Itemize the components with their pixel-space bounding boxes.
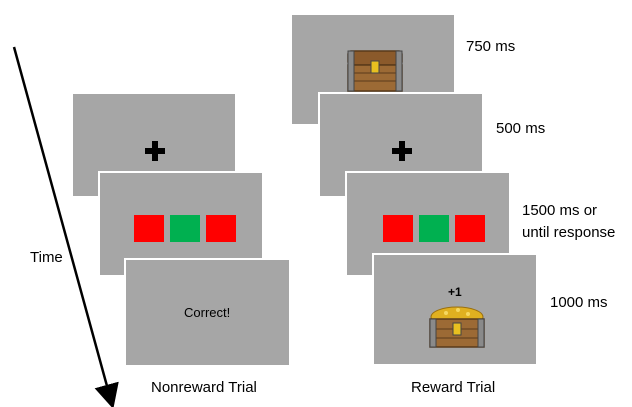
fixation-cross-icon <box>392 141 412 161</box>
points-text: +1 <box>448 285 462 299</box>
gold-treasure-chest-icon <box>429 306 485 348</box>
duration-1500ms: 1500 ms or until response <box>522 200 615 244</box>
reward-feedback-screen: +1 <box>372 253 538 366</box>
duration-500ms: 500 ms <box>496 120 546 137</box>
duration-1500ms-line1: 1500 ms or <box>522 202 598 219</box>
duration-750ms: 750 ms <box>466 38 516 55</box>
red-square-left <box>134 215 164 242</box>
red-square-right <box>455 215 485 242</box>
time-label: Time <box>30 249 63 266</box>
green-square-center <box>170 215 200 242</box>
correct-feedback-text: Correct! <box>184 305 231 320</box>
empty-treasure-chest-icon <box>347 50 403 92</box>
nonreward-feedback-screen: Correct! <box>124 258 291 367</box>
duration-1500ms-line2: until response <box>522 224 616 241</box>
reward-trial-title: Reward Trial <box>411 379 496 396</box>
fixation-cross-icon <box>145 141 165 161</box>
red-square-right <box>206 215 236 242</box>
duration-1000ms: 1000 ms <box>550 294 608 311</box>
nonreward-trial-title: Nonreward Trial <box>151 379 257 396</box>
red-square-left <box>383 215 413 242</box>
green-square-center <box>419 215 449 242</box>
